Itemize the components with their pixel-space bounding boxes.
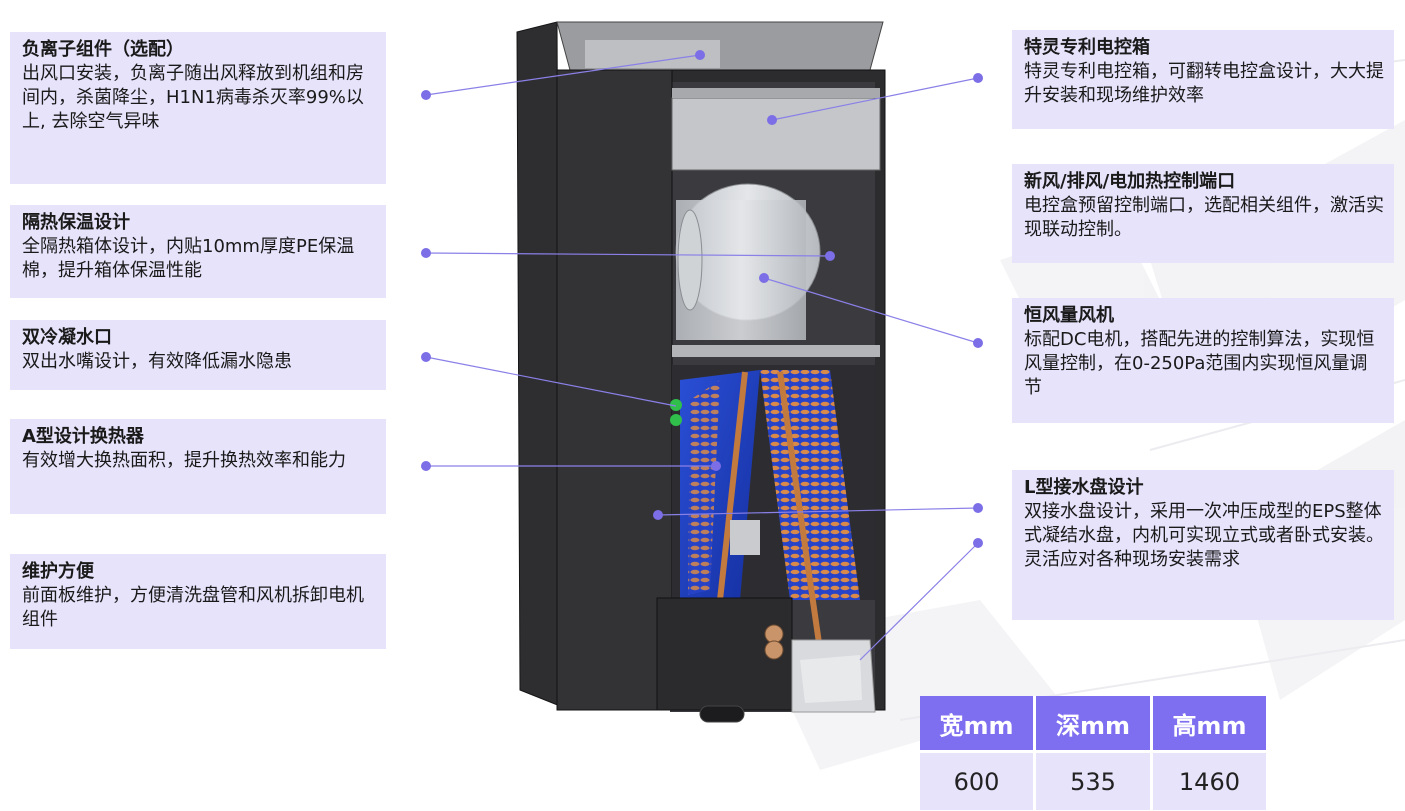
feature-card-control-ports: 新风/排风/电加热控制端口 电控盒预留控制端口，选配相关组件，激活实现联动控制。 bbox=[1012, 164, 1394, 263]
feature-title: 新风/排风/电加热控制端口 bbox=[1024, 171, 1236, 192]
dimensions-header-row: 宽mm 深mm 高mm bbox=[920, 696, 1266, 754]
feature-card-condensate: 双冷凝水口 双出水嘴设计，有效降低漏水隐患 bbox=[10, 320, 386, 390]
dimensions-table: 宽mm 深mm 高mm 600 535 1460 bbox=[920, 696, 1266, 810]
depth-header: 深mm bbox=[1034, 696, 1153, 754]
feature-card-control-box: 特灵专利电控箱 特灵专利电控箱，可翻转电控盒设计，大大提升安装和现场维护效率 bbox=[1012, 30, 1394, 129]
feature-title: L型接水盘设计 bbox=[1024, 477, 1144, 498]
feature-desc: 电控盒预留控制端口，选配相关组件，激活实现联动控制。 bbox=[1024, 195, 1384, 240]
callout-dot bbox=[759, 273, 769, 283]
callout-dot bbox=[421, 461, 431, 471]
callout-dot bbox=[973, 73, 983, 83]
depth-value: 535 bbox=[1034, 751, 1153, 810]
callout-dot bbox=[973, 538, 983, 548]
feature-title: 双冷凝水口 bbox=[22, 327, 112, 348]
callout-dot bbox=[767, 115, 777, 125]
feature-title: A型设计换热器 bbox=[22, 426, 144, 447]
callout-dot bbox=[421, 352, 431, 362]
feature-desc: 有效增大换热面积，提升换热效率和能力 bbox=[22, 450, 346, 471]
feature-card-heat-exchanger: A型设计换热器 有效增大换热面积，提升换热效率和能力 bbox=[10, 419, 386, 514]
feature-desc: 双接水盘设计，采用一次冲压成型的EPS整体式凝结水盘，内机可实现立式或者卧式安装… bbox=[1024, 501, 1384, 570]
height-value: 1460 bbox=[1151, 751, 1266, 810]
width-header: 宽mm bbox=[920, 696, 1037, 754]
feature-desc: 特灵专利电控箱，可翻转电控盒设计，大大提升安装和现场维护效率 bbox=[1024, 61, 1384, 106]
feature-card-insulation: 隔热保温设计 全隔热箱体设计，内贴10mm厚度PE保温棉，提升箱体保温性能 bbox=[10, 205, 386, 298]
feature-title: 恒风量风机 bbox=[1024, 305, 1114, 326]
feature-desc: 出风口安装，负离子随出风释放到机组和房间内，杀菌降尘，H1N1病毒杀灭率99%以… bbox=[22, 63, 364, 132]
callout-dot bbox=[973, 338, 983, 348]
feature-title: 隔热保温设计 bbox=[22, 212, 130, 233]
feature-title: 负离子组件（选配） bbox=[22, 39, 184, 60]
feature-desc: 双出水嘴设计，有效降低漏水隐患 bbox=[22, 351, 292, 372]
feature-desc: 全隔热箱体设计，内贴10mm厚度PE保温棉，提升箱体保温性能 bbox=[22, 236, 355, 281]
feature-title: 特灵专利电控箱 bbox=[1024, 37, 1150, 58]
feature-card-constant-airflow-fan: 恒风量风机 标配DC电机，搭配先进的控制算法，实现恒风量控制，在0-250Pa范… bbox=[1012, 298, 1394, 423]
dimensions-value-row: 600 535 1460 bbox=[920, 751, 1266, 810]
feature-desc: 标配DC电机，搭配先进的控制算法，实现恒风量控制，在0-250Pa范围内实现恒风… bbox=[1024, 329, 1375, 398]
callout-dot bbox=[421, 248, 431, 258]
callout-dot bbox=[421, 90, 431, 100]
height-header: 高mm bbox=[1151, 696, 1266, 754]
feature-title: 维护方便 bbox=[22, 561, 94, 582]
feature-desc: 前面板维护，方便清洗盘管和风机拆卸电机组件 bbox=[22, 585, 364, 630]
callout-dot bbox=[695, 50, 705, 60]
callout-dot bbox=[973, 503, 983, 513]
feature-card-maintenance: 维护方便 前面板维护，方便清洗盘管和风机拆卸电机组件 bbox=[10, 554, 386, 649]
feature-card-drain-pan: L型接水盘设计 双接水盘设计，采用一次冲压成型的EPS整体式凝结水盘，内机可实现… bbox=[1012, 470, 1394, 620]
feature-card-negative-ion: 负离子组件（选配） 出风口安装，负离子随出风释放到机组和房间内，杀菌降尘，H1N… bbox=[10, 32, 386, 184]
callout-dot bbox=[825, 251, 835, 261]
callout-dot bbox=[711, 461, 721, 471]
callout-dot bbox=[653, 510, 663, 520]
width-value: 600 bbox=[920, 751, 1037, 810]
